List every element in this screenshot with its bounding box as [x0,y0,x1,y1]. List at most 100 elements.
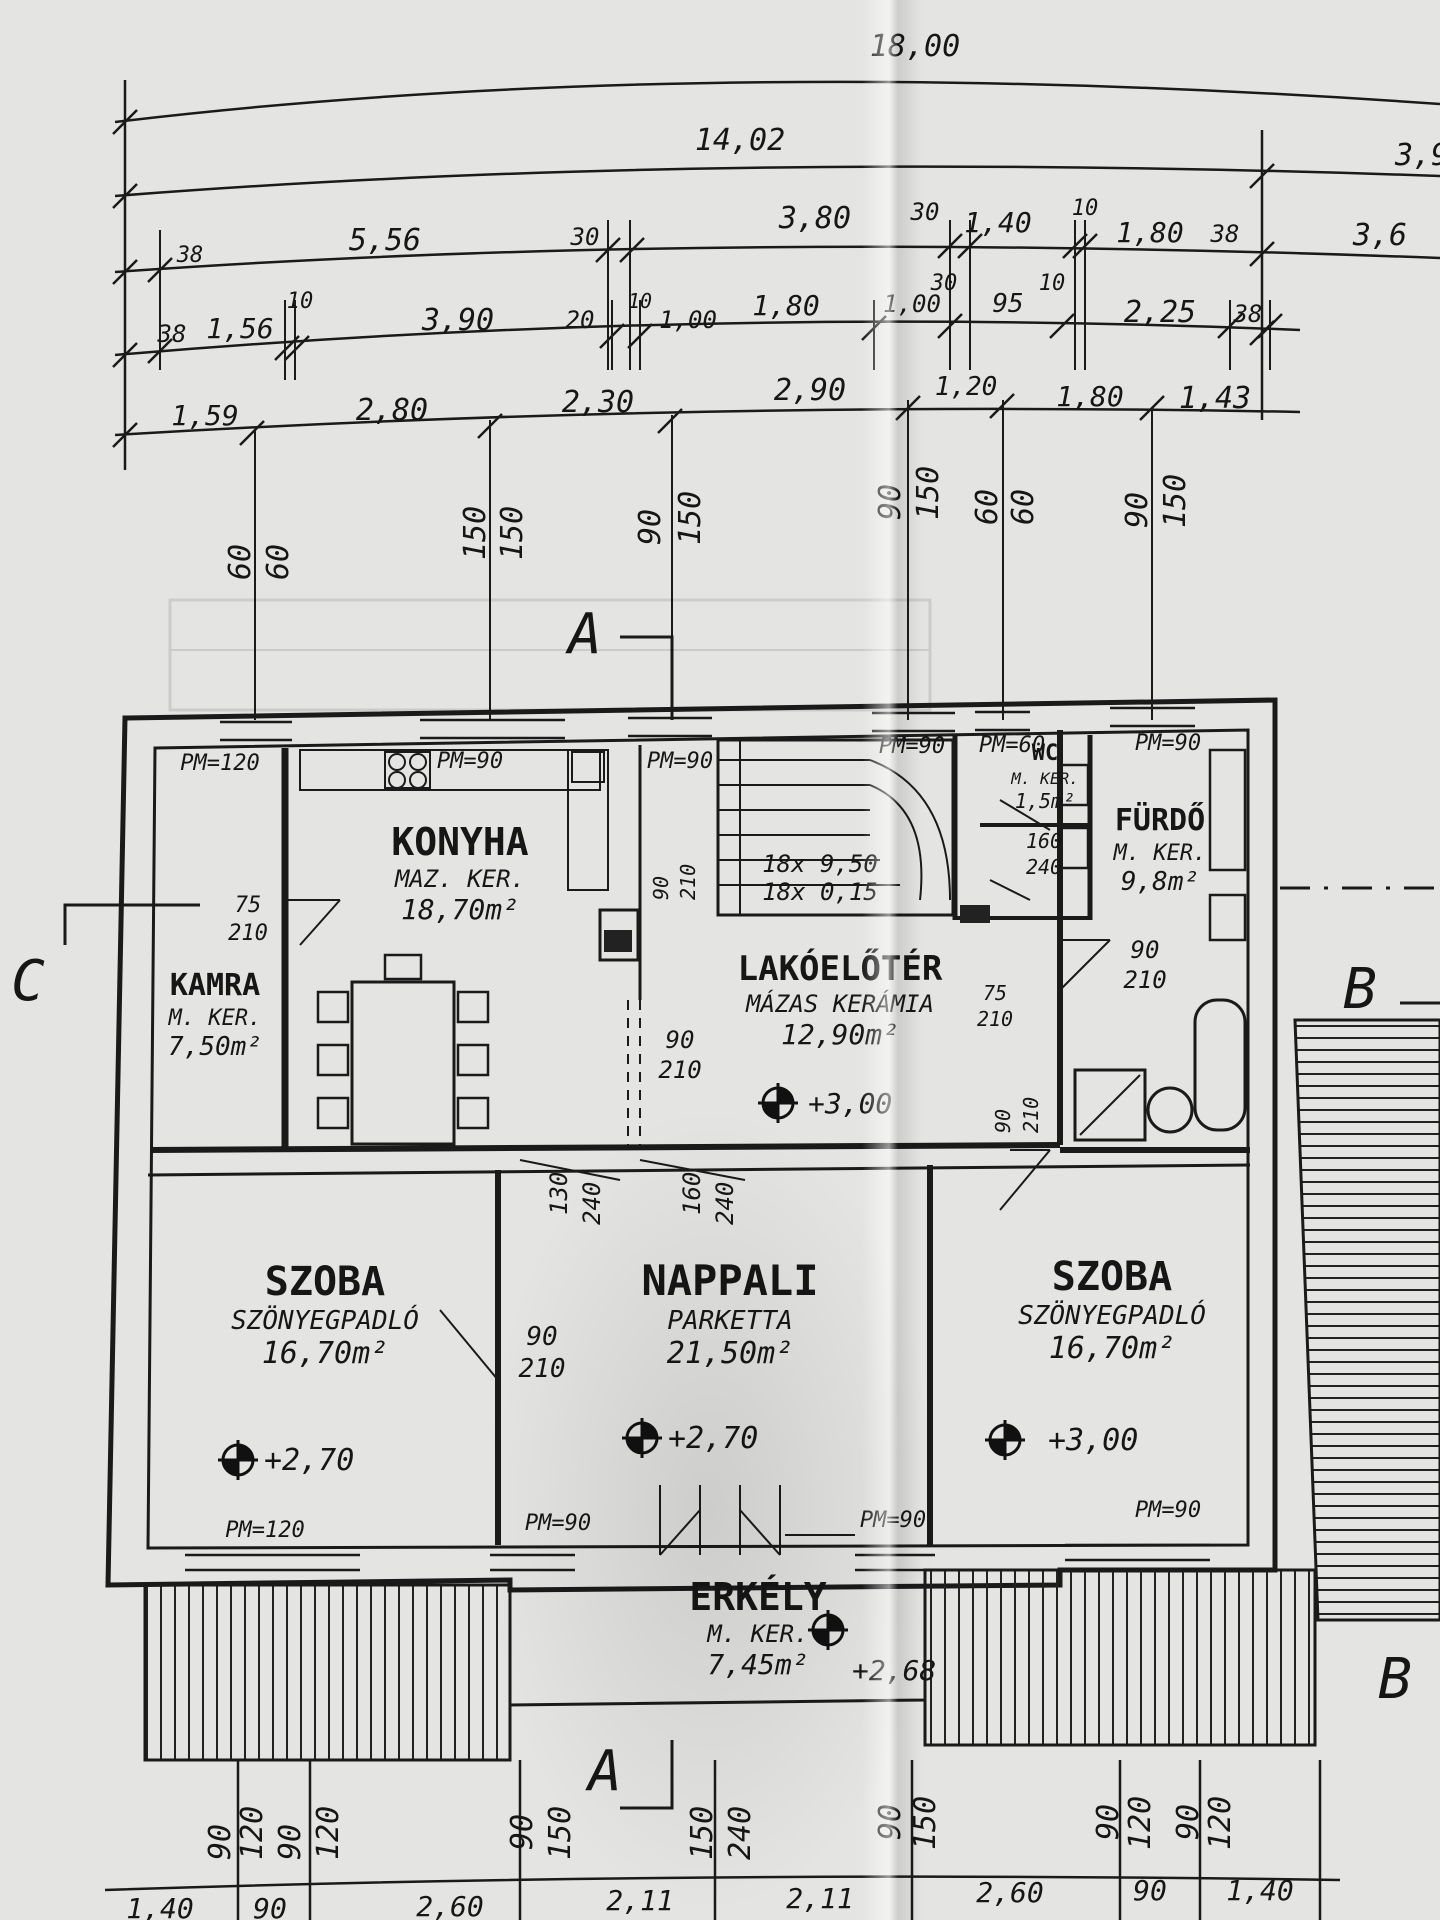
faded-background-drawing [168,598,932,712]
door-size-label: 210 [1123,966,1166,994]
door-size-label: 90 [526,1322,557,1352]
room-area: 16,70m² [1049,1331,1175,1366]
dimension-label: 1,40 [126,1892,193,1920]
dimension-label: 1,40 [964,206,1031,239]
door-size-label: 90 [649,876,673,900]
dimension-label: 18,00 [870,29,960,64]
dimension-label: 2,25 [1124,295,1196,330]
stair-label: 18x 0,15 [762,878,878,906]
opening-size-label: 150 [911,466,946,520]
opening-leader-lines [254,400,1153,720]
door-size-label: 75 [235,893,262,918]
opening-size-label: 60 [261,544,296,580]
door-size-label: 210 [977,1007,1013,1031]
dimension-label: 95 [992,289,1023,319]
stair-label: 18x 9,50 [762,850,878,878]
room-name: SZOBA [1052,1254,1172,1300]
dimension-label: 1,80 [1116,216,1183,249]
door-window-label: PM=120 [180,751,259,776]
section-mark-b: B [1378,1647,1412,1712]
dimension-label: 2,60 [416,1890,483,1920]
door-size-label: 240 [1026,855,1062,879]
door-window-label: PM=90 [647,749,713,774]
door-window-label: PM=90 [525,1511,591,1536]
room-level: +2,70 [264,1443,354,1478]
dimension-label: 10 [287,289,314,314]
door-window-label: PM=60 [979,733,1045,758]
door-window-label: PM=120 [225,1518,304,1543]
dimension-label: 3,90 [421,303,494,338]
opening-size-label: 120 [235,1806,270,1860]
opening-size-label: 90 [633,509,668,545]
room-name: WC [1032,741,1059,766]
opening-size-label: 90 [203,1824,238,1860]
room-name: LAKÓELŐTÉR [738,948,943,989]
balconies [143,1018,1440,1762]
room-name: SZOBA [265,1259,385,1305]
room-floor-finish: SZÖNYEGPADLÓ [1018,1299,1206,1331]
dimension-label: 38 [176,243,204,268]
room-floor-finish: MAZ. KER. [394,865,525,893]
opening-size-label: 150 [1158,474,1193,528]
dimension-label: 38 [1210,220,1240,248]
dimension-label: 2,30 [562,385,634,420]
room-floor-finish: M. KER. [168,1006,262,1031]
opening-size-label: 150 [673,491,708,545]
dimension-label: 1,80 [752,289,819,322]
section-mark-c: C [11,949,45,1014]
dimension-label: 1,00 [659,306,717,334]
door-size-label: 90 [1131,936,1160,964]
room-name: FÜRDŐ [1115,801,1205,838]
section-mark-a: A [585,1739,622,1804]
room-name: ERKÉLY [689,1575,826,1619]
opening-size-label: 90 [873,1804,908,1840]
dimension-label: 30 [930,271,958,296]
dimension-label: 90 [1133,1874,1167,1907]
dimension-label: 2,80 [356,393,428,428]
dimension-label: 1,80 [1056,380,1123,413]
door-size-label: 75 [983,981,1007,1005]
opening-size-label: 90 [1120,492,1155,528]
opening-size-label: 150 [685,1806,720,1860]
dimension-label: 14,02 [695,123,785,158]
top-dimension-lines [114,80,1440,470]
door-window-label: PM=90 [437,749,503,774]
door-window-label: PM=90 [1135,731,1201,756]
door-window-label: PM=90 [1135,1498,1201,1523]
door-size-label: 210 [1019,1097,1043,1133]
opening-size-label: 90 [505,1814,540,1850]
room-name: NAPPALI [641,1256,818,1305]
dimension-label: 10 [1039,271,1066,296]
room-area: 1,5m² [1015,789,1075,813]
opening-size-label: 120 [1203,1796,1238,1850]
dimension-label: 90 [253,1892,287,1920]
opening-size-label: 60 [970,489,1005,525]
room-area: 7,45m² [707,1648,808,1681]
dimension-label: 10 [1072,196,1099,221]
dimension-label: 10 [628,289,652,313]
room-area: 16,70m² [262,1336,388,1371]
door-size-label: 240 [711,1182,739,1225]
level-markers [218,1083,1025,1650]
opening-size-label: 60 [223,544,258,580]
door-window-label: PM=90 [860,1508,926,1533]
room-floor-finish: MÁZAS KERÁMIA [745,989,934,1018]
section-lines [63,635,1440,1810]
door-size-label: 90 [991,1109,1015,1133]
dimension-label: 3,6 [1352,218,1407,253]
room-floor-finish: SZÖNYEGPADLÓ [231,1304,419,1336]
dimension-label: 1,20 [935,372,998,402]
dimension-label: 20 [566,306,595,334]
dimension-label: 1,40 [1226,1874,1293,1907]
opening-size-label: 240 [723,1806,758,1860]
opening-size-label: 90 [1091,1804,1126,1840]
opening-size-label: 150 [495,506,530,560]
door-window-label: PM=90 [879,734,945,759]
room-level: +3,00 [808,1087,892,1120]
plan-text-layer: 18,0014,023,9385,56303,80301,40101,80383… [11,29,1440,1920]
door-swings [285,799,1111,1556]
door-size-label: 90 [666,1026,695,1054]
opening-size-label: 60 [1006,489,1041,525]
door-size-label: 210 [676,864,700,900]
